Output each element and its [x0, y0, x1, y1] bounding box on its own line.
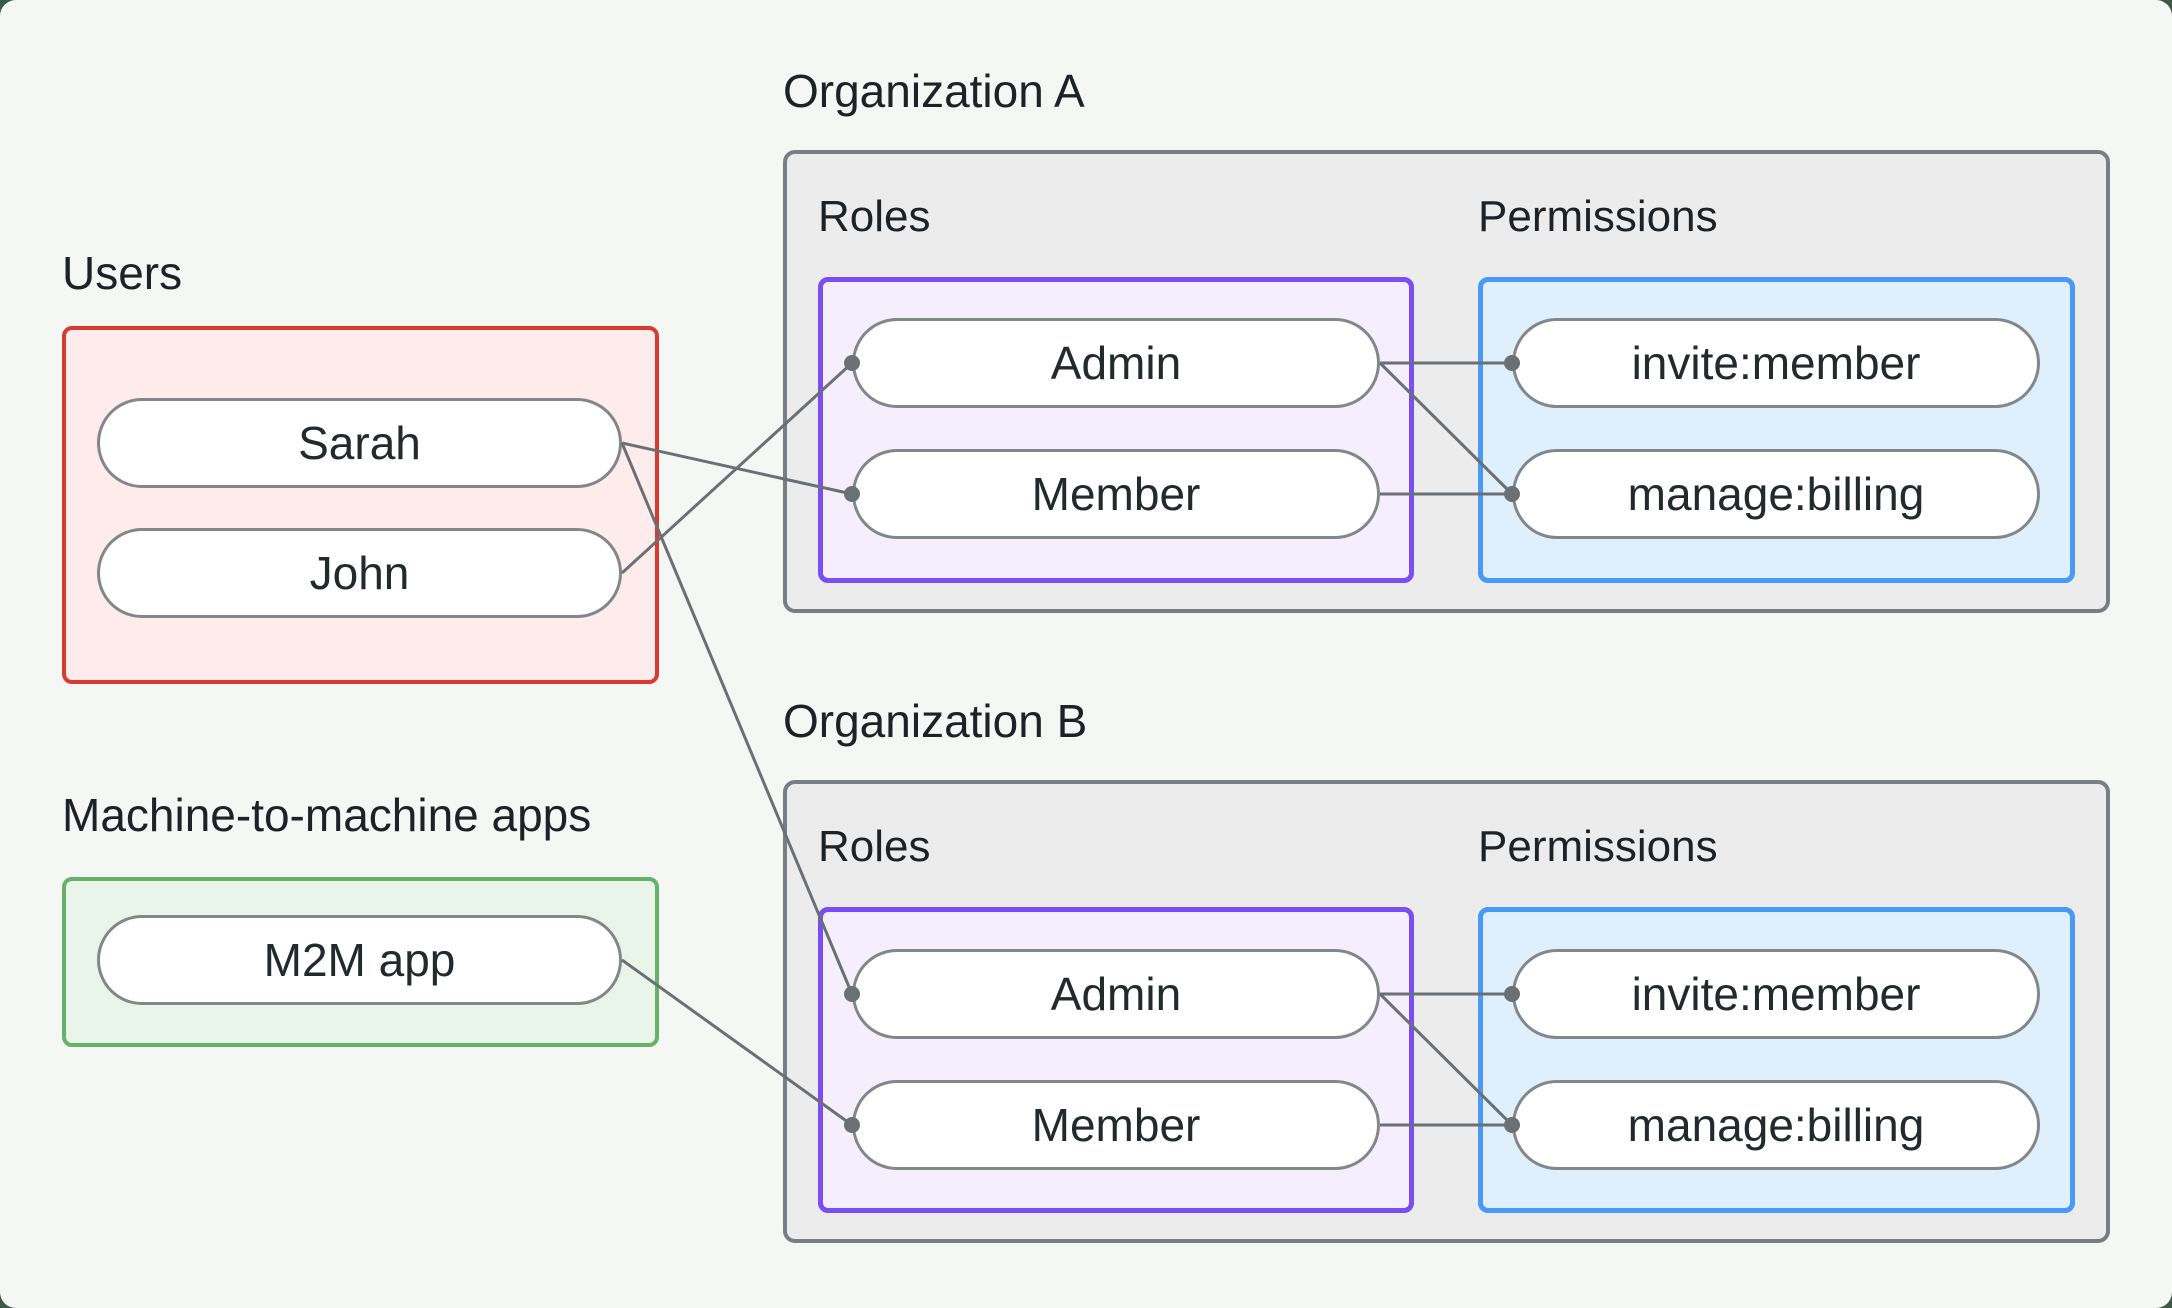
node-org-a-perm-manage-billing: manage:billing	[1512, 449, 2040, 539]
node-org-b-perm-manage-billing-label: manage:billing	[1627, 1099, 1925, 1151]
node-org-a-role-member-label: Member	[1031, 468, 1201, 520]
node-org-a-perm-invite-member: invite:member	[1512, 318, 2040, 408]
node-user-sarah: Sarah	[97, 398, 622, 488]
node-org-b-perm-manage-billing: manage:billing	[1512, 1080, 2040, 1170]
org-a-roles-label: Roles	[818, 192, 931, 241]
node-org-b-perm-invite-member: invite:member	[1512, 949, 2040, 1039]
node-org-b-role-member: Member	[852, 1080, 1380, 1170]
node-org-a-role-admin-label: Admin	[1050, 337, 1182, 389]
users-group-box	[62, 326, 659, 684]
node-org-a-perm-manage-billing-label: manage:billing	[1627, 468, 1925, 520]
node-user-sarah-label: Sarah	[298, 417, 421, 469]
m2m-group-label: Machine-to-machine apps	[62, 789, 592, 841]
org-b-permissions-label: Permissions	[1478, 822, 1718, 871]
org-a-title: Organization A	[783, 65, 1085, 117]
node-org-b-role-admin-label: Admin	[1050, 968, 1182, 1020]
node-org-b-role-admin: Admin	[852, 949, 1380, 1039]
node-m2m-app-label: M2M app	[263, 934, 456, 986]
node-org-b-perm-invite-member-label: invite:member	[1631, 968, 1921, 1020]
org-b-title: Organization B	[783, 695, 1088, 747]
node-org-a-role-member: Member	[852, 449, 1380, 539]
node-org-b-role-member-label: Member	[1031, 1099, 1201, 1151]
org-a-permissions-label: Permissions	[1478, 192, 1718, 241]
node-user-john: John	[97, 528, 622, 618]
org-b-roles-label: Roles	[818, 822, 931, 871]
node-m2m-app: M2M app	[97, 915, 622, 1005]
node-org-a-role-admin: Admin	[852, 318, 1380, 408]
users-group-label: Users	[62, 247, 183, 299]
node-user-john-label: John	[309, 547, 410, 599]
node-org-a-perm-invite-member-label: invite:member	[1631, 337, 1921, 389]
